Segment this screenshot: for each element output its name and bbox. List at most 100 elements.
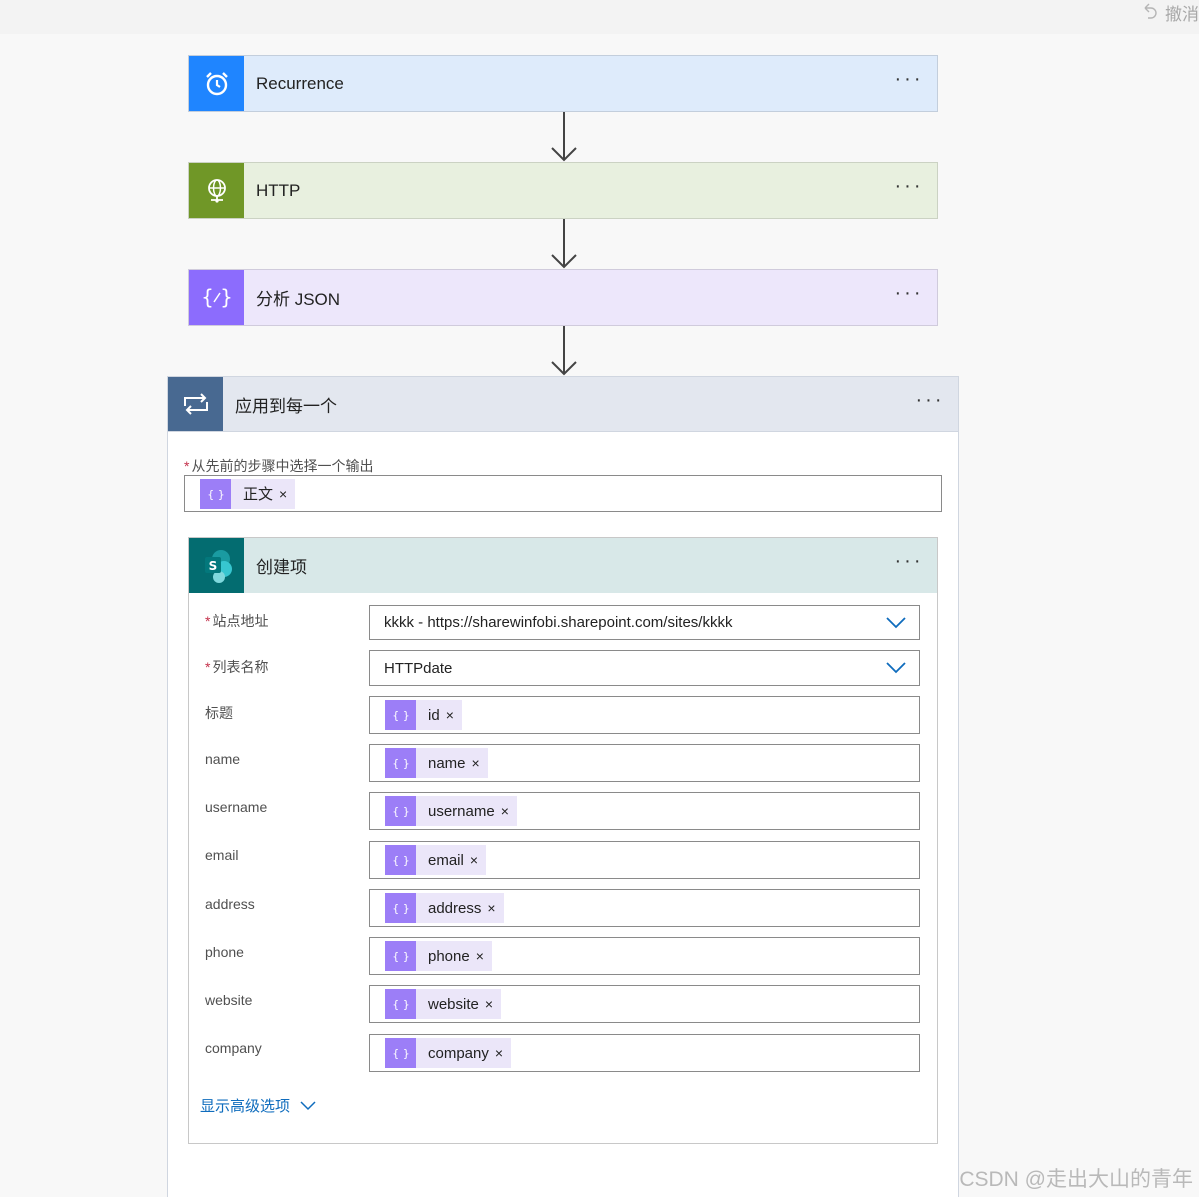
globe-icon xyxy=(189,163,244,218)
token-remove-icon[interactable]: × xyxy=(445,707,454,723)
site-address-value: kkkk - https://sharewinfobi.sharepoint.c… xyxy=(384,614,733,631)
expression-icon: { } xyxy=(385,748,416,778)
show-advanced-options-link[interactable]: 显示高级选项 xyxy=(200,1095,316,1116)
svg-text:{ }: { } xyxy=(392,1047,410,1060)
site-address-label-text: 站点地址 xyxy=(212,613,269,629)
undo-label: 撤消 xyxy=(1165,4,1199,24)
token[interactable]: { } username × xyxy=(385,796,517,826)
create-item-title: 创建项 xyxy=(256,558,307,577)
token-label: website xyxy=(428,995,479,1013)
token-remove-icon[interactable]: × xyxy=(494,1045,504,1061)
flow-arrow xyxy=(551,326,577,376)
select-output-label: *从先前的步骤中选择一个输出 xyxy=(184,456,373,476)
expression-icon: { } xyxy=(385,700,416,730)
expression-icon: { } xyxy=(200,478,231,509)
token-label: address xyxy=(428,899,482,917)
chevron-down-icon[interactable] xyxy=(873,662,919,674)
field-label: phone xyxy=(205,944,244,960)
apply-to-each-card[interactable]: 应用到每一个 ··· xyxy=(167,376,959,432)
token-label: username xyxy=(428,802,495,820)
token-label: email xyxy=(428,851,464,869)
token[interactable]: { } website × xyxy=(385,989,502,1019)
top-bar: 撤消 xyxy=(0,0,1199,34)
field-input[interactable]: { } username × xyxy=(369,792,920,830)
create-item-more-button[interactable]: ··· xyxy=(894,550,924,572)
show-advanced-options-label: 显示高级选项 xyxy=(200,1098,291,1115)
token-label: phone xyxy=(428,947,470,965)
token-remove-icon[interactable]: × xyxy=(279,485,288,502)
expression-icon: { } xyxy=(385,989,416,1019)
field-input[interactable]: { } website × xyxy=(369,985,920,1023)
field-input[interactable]: { }phone× xyxy=(369,937,920,975)
http-title: HTTP xyxy=(256,180,301,200)
token-remove-icon[interactable]: × xyxy=(469,852,479,868)
flow-arrow xyxy=(551,112,577,162)
required-mark: * xyxy=(184,458,190,474)
parse-json-card[interactable]: { } 分析 JSON ··· xyxy=(188,269,938,326)
field-label: company xyxy=(205,1040,262,1056)
field-label: 标题 xyxy=(205,705,233,721)
parse-json-title: 分析 JSON xyxy=(256,290,341,309)
svg-text:{ }: { } xyxy=(392,805,410,818)
list-name-label-text: 列表名称 xyxy=(212,659,269,675)
token[interactable]: { } company × xyxy=(385,1038,512,1068)
undo-icon xyxy=(1144,3,1157,19)
svg-text:{ }: { } xyxy=(392,902,410,915)
field-label: email xyxy=(205,847,239,863)
flow-arrow xyxy=(551,219,577,269)
field-label: username xyxy=(205,799,268,815)
field-label: address xyxy=(205,896,255,912)
token[interactable]: { } name × xyxy=(385,748,488,778)
field-input[interactable]: { } name × xyxy=(369,744,920,782)
expression-icon: { } xyxy=(385,893,416,923)
create-item-card[interactable]: S 创建项 ··· xyxy=(188,537,938,594)
token[interactable]: { }phone× xyxy=(385,941,492,971)
field-input[interactable]: { } address × xyxy=(369,889,920,927)
svg-text:{ }: { } xyxy=(392,854,410,867)
token-label: 正文 xyxy=(243,486,274,503)
token-remove-icon[interactable]: × xyxy=(487,900,496,916)
token-remove-icon[interactable]: × xyxy=(475,948,484,964)
site-address-dropdown[interactable]: kkkk - https://sharewinfobi.sharepoint.c… xyxy=(369,605,920,640)
token[interactable]: { } email × xyxy=(385,845,487,875)
token-remove-icon[interactable]: × xyxy=(484,996,494,1012)
list-name-label: *列表名称 xyxy=(205,657,268,677)
svg-text:S: S xyxy=(208,559,217,573)
svg-text:{ }: { } xyxy=(392,757,410,770)
required-mark: * xyxy=(205,659,211,675)
http-card[interactable]: HTTP ··· xyxy=(188,162,938,219)
token-remove-icon[interactable]: × xyxy=(500,803,509,819)
field-input[interactable]: { }id× xyxy=(369,696,920,734)
http-more-button[interactable]: ··· xyxy=(894,175,924,197)
recurrence-more-button[interactable]: ··· xyxy=(894,68,924,90)
svg-text:{ }: { } xyxy=(392,709,410,722)
chevron-down-icon[interactable] xyxy=(873,616,919,629)
token-label: company xyxy=(428,1044,489,1062)
alarm-clock-icon xyxy=(189,56,244,111)
token-remove-icon[interactable]: × xyxy=(471,755,480,771)
list-name-dropdown[interactable]: HTTPdate xyxy=(369,650,920,686)
field-label: website xyxy=(205,992,253,1008)
expression-icon: { } xyxy=(189,270,244,325)
watermark: CSDN @走出大山的青年 xyxy=(959,1168,1193,1191)
token[interactable]: { } address × xyxy=(385,893,504,923)
apply-to-each-more-button[interactable]: ··· xyxy=(915,388,945,411)
field-input[interactable]: { } company × xyxy=(369,1034,920,1072)
parse-json-more-button[interactable]: ··· xyxy=(894,282,924,304)
expression-icon: { } xyxy=(385,796,416,826)
recurrence-title: Recurrence xyxy=(256,73,344,93)
field-input[interactable]: { } email × xyxy=(369,841,920,879)
chevron-down-icon xyxy=(300,1100,316,1110)
token-label: name xyxy=(428,754,466,772)
loop-icon xyxy=(168,377,223,431)
undo-button[interactable]: 撤消 xyxy=(1139,0,1199,24)
sharepoint-icon: S xyxy=(189,538,244,593)
token[interactable]: { } 正文 × xyxy=(200,478,296,509)
svg-text:{ }: { } xyxy=(392,998,410,1011)
recurrence-card[interactable]: Recurrence ··· xyxy=(188,55,938,112)
token[interactable]: { }id× xyxy=(385,700,462,730)
site-address-label: *站点地址 xyxy=(205,611,268,631)
select-output-label-text: 从先前的步骤中选择一个输出 xyxy=(191,458,374,474)
select-output-field[interactable]: { } 正文 × xyxy=(184,475,942,512)
required-mark: * xyxy=(205,613,211,629)
